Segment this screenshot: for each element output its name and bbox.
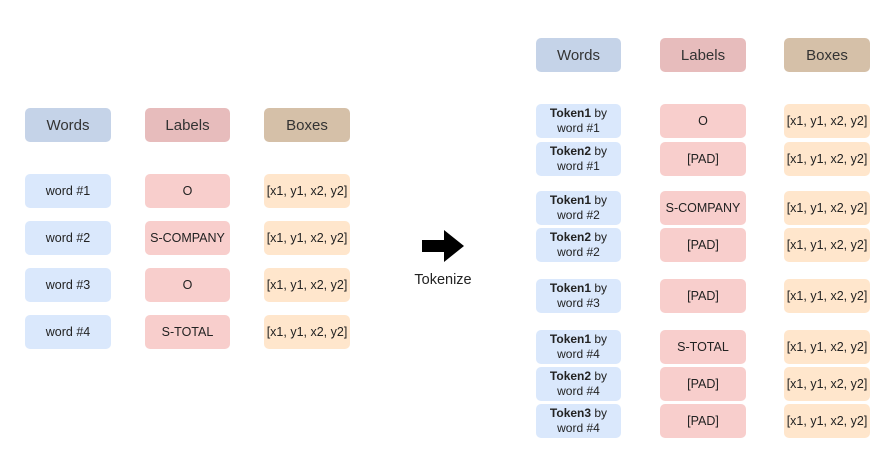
right-boxes-header: Boxes bbox=[784, 38, 870, 72]
token-source-word: word #4 bbox=[557, 421, 600, 435]
token-by: by bbox=[591, 193, 608, 207]
token-source-word: word #3 bbox=[557, 296, 600, 310]
right-words-header: Words bbox=[536, 38, 621, 72]
token-word-cell: Token3 by word #4 bbox=[536, 404, 621, 438]
token-name: Token2 bbox=[549, 230, 592, 244]
token-word-cell: Token1 by word #1 bbox=[536, 104, 621, 138]
token-name: Token1 bbox=[549, 281, 592, 295]
left-box-cell: [x1, y1, x2, y2] bbox=[264, 174, 350, 208]
token-by: by bbox=[591, 406, 608, 420]
left-label-cell: S-TOTAL bbox=[145, 315, 230, 349]
token-word-cell: Token1 by word #4 bbox=[536, 330, 621, 364]
left-boxes-header: Boxes bbox=[264, 108, 350, 142]
left-word-cell: word #4 bbox=[25, 315, 111, 349]
left-word-cell: word #2 bbox=[25, 221, 111, 255]
token-label-cell: [PAD] bbox=[660, 228, 746, 262]
token-label-cell: S-TOTAL bbox=[660, 330, 746, 364]
token-label-cell: [PAD] bbox=[660, 142, 746, 176]
right-labels-header: Labels bbox=[660, 38, 746, 72]
token-label-cell: [PAD] bbox=[660, 367, 746, 401]
token-name: Token3 bbox=[549, 406, 592, 420]
token-by: by bbox=[591, 369, 608, 383]
left-box-cell: [x1, y1, x2, y2] bbox=[264, 221, 350, 255]
right-arrow-icon bbox=[422, 230, 464, 262]
left-box-cell: [x1, y1, x2, y2] bbox=[264, 315, 350, 349]
token-source-word: word #2 bbox=[557, 208, 600, 222]
token-label-cell: [PAD] bbox=[660, 279, 746, 313]
token-by: by bbox=[591, 144, 608, 158]
left-label-cell: S-COMPANY bbox=[145, 221, 230, 255]
token-label-cell: [PAD] bbox=[660, 404, 746, 438]
token-word-cell: Token1 by word #2 bbox=[536, 191, 621, 225]
token-word-cell: Token2 by word #1 bbox=[536, 142, 621, 176]
token-box-cell: [x1, y1, x2, y2] bbox=[784, 279, 870, 313]
token-name: Token1 bbox=[549, 332, 592, 346]
token-name: Token2 bbox=[549, 369, 592, 383]
token-box-cell: [x1, y1, x2, y2] bbox=[784, 330, 870, 364]
token-label-cell: S-COMPANY bbox=[660, 191, 746, 225]
token-by: by bbox=[591, 332, 608, 346]
token-word-cell: Token2 by word #4 bbox=[536, 367, 621, 401]
token-name: Token1 bbox=[549, 193, 592, 207]
left-word-cell: word #1 bbox=[25, 174, 111, 208]
tokenize-label: Tokenize bbox=[414, 272, 472, 288]
left-label-cell: O bbox=[145, 174, 230, 208]
token-source-word: word #4 bbox=[557, 347, 600, 361]
token-box-cell: [x1, y1, x2, y2] bbox=[784, 191, 870, 225]
token-box-cell: [x1, y1, x2, y2] bbox=[784, 142, 870, 176]
token-source-word: word #1 bbox=[557, 159, 600, 173]
token-by: by bbox=[591, 230, 608, 244]
token-name: Token1 bbox=[549, 106, 592, 120]
left-labels-header: Labels bbox=[145, 108, 230, 142]
token-name: Token2 bbox=[549, 144, 592, 158]
token-source-word: word #4 bbox=[557, 384, 600, 398]
token-source-word: word #2 bbox=[557, 245, 600, 259]
left-box-cell: [x1, y1, x2, y2] bbox=[264, 268, 350, 302]
token-by: by bbox=[591, 281, 608, 295]
left-label-cell: O bbox=[145, 268, 230, 302]
token-label-cell: O bbox=[660, 104, 746, 138]
token-box-cell: [x1, y1, x2, y2] bbox=[784, 228, 870, 262]
token-box-cell: [x1, y1, x2, y2] bbox=[784, 104, 870, 138]
token-box-cell: [x1, y1, x2, y2] bbox=[784, 367, 870, 401]
left-word-cell: word #3 bbox=[25, 268, 111, 302]
token-source-word: word #1 bbox=[557, 121, 600, 135]
token-by: by bbox=[591, 106, 608, 120]
token-box-cell: [x1, y1, x2, y2] bbox=[784, 404, 870, 438]
left-words-header: Words bbox=[25, 108, 111, 142]
token-word-cell: Token1 by word #3 bbox=[536, 279, 621, 313]
token-word-cell: Token2 by word #2 bbox=[536, 228, 621, 262]
